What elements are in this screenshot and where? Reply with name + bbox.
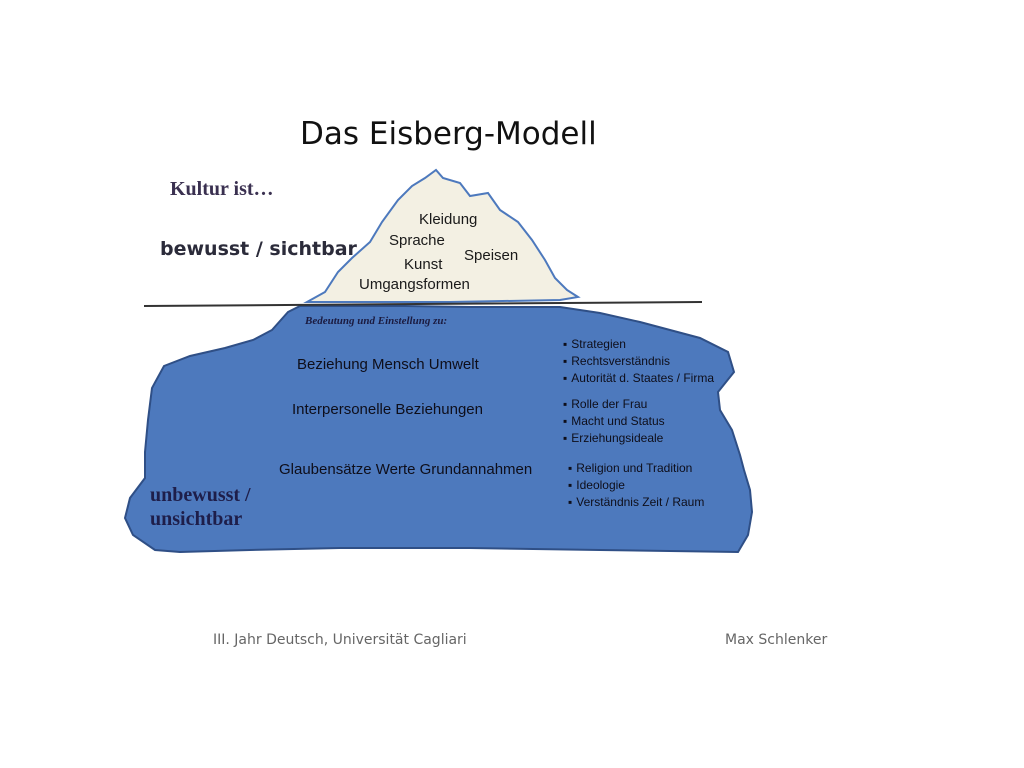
underwater-caption: Bedeutung und Einstellung zu: [305, 315, 448, 327]
tip-item: Sprache [389, 232, 445, 249]
list-item: Rolle der Frau [563, 396, 665, 413]
tip-item: Umgangsformen [359, 276, 470, 293]
list-item: Verständnis Zeit / Raum [568, 494, 704, 511]
tip-item: Kunst [404, 256, 443, 273]
list-item: Religion und Tradition [568, 460, 704, 477]
iceberg-tip [303, 168, 581, 303]
layer-label: Interpersonelle Beziehungen [292, 401, 483, 418]
list-item: Autorität d. Staates / Firma [563, 370, 714, 387]
footer-course: III. Jahr Deutsch, Universität Cagliari [213, 632, 467, 648]
waterline [143, 301, 703, 307]
list-item: Ideologie [568, 477, 704, 494]
kultur-label: Kultur ist… [170, 178, 274, 200]
visible-label: bewusst / sichtbar [160, 238, 357, 260]
page-title: Das Eisberg-Modell [300, 116, 597, 152]
layer-label: Glaubensätze Werte Grundannahmen [279, 461, 533, 478]
layer-label: Beziehung Mensch Umwelt [297, 356, 479, 373]
layer-bullet-list: Rolle der Frau Macht und Status Erziehun… [563, 396, 665, 447]
list-item: Macht und Status [563, 413, 664, 430]
list-item: Erziehungsideale [563, 430, 665, 447]
footer-author: Max Schlenker [725, 632, 828, 648]
list-item: Rechtsverständnis [563, 353, 714, 370]
list-item: Strategien [563, 336, 714, 353]
tip-item: Speisen [464, 247, 519, 264]
invisible-label: unbewusst / unsichtbar [150, 484, 251, 530]
layer-bullet-list: Religion und Tradition Ideologie Verstän… [568, 460, 704, 511]
tip-item: Kleidung [419, 211, 478, 228]
layer-bullet-list: Strategien Rechtsverständnis Autorität d… [563, 336, 714, 387]
